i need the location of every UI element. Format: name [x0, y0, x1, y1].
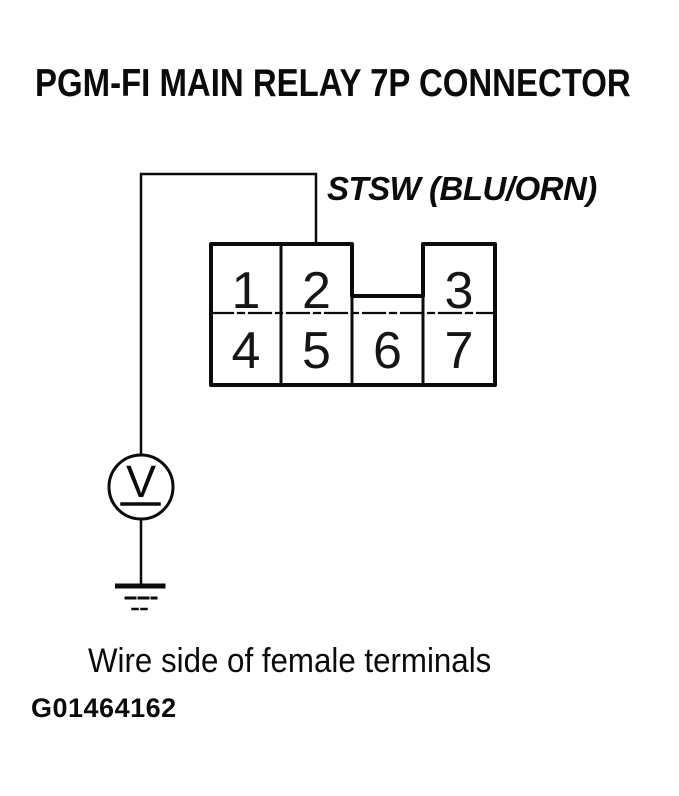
- pin-7: 7: [444, 322, 474, 380]
- wire-label-stsw: STSW (BLU/ORN): [327, 170, 597, 207]
- pin-5: 5: [302, 322, 331, 380]
- connector-outline: [209, 242, 497, 387]
- diagram-caption: Wire side of female terminals: [88, 642, 492, 680]
- diagram-title: PGM-FI MAIN RELAY 7P CONNECTOR: [35, 62, 631, 105]
- pin-3: 3: [444, 261, 474, 320]
- probe-wire: [139, 172, 318, 588]
- pin-2: 2: [302, 261, 331, 320]
- voltmeter-symbol: V: [126, 456, 156, 507]
- pin-1: 1: [231, 261, 261, 320]
- pin-4: 4: [231, 322, 261, 380]
- connector-cell-separators: [279, 242, 425, 387]
- ground-icon: [115, 583, 166, 611]
- figure-id: G01464162: [31, 693, 177, 723]
- pin-6: 6: [373, 322, 402, 380]
- voltmeter-icon: V: [107, 453, 175, 521]
